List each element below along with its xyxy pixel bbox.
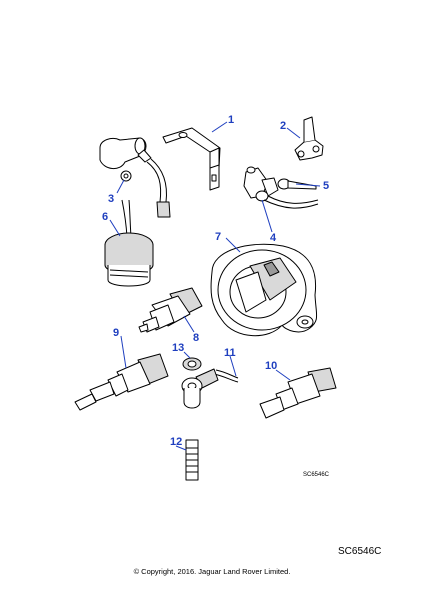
part-6-switch — [104, 199, 154, 287]
callout-7: 7 — [215, 231, 221, 243]
callout-2: 2 — [280, 120, 286, 132]
part-9-sensor — [74, 353, 169, 411]
diagram-reference-small: SC6546C — [303, 472, 330, 478]
callout-5: 5 — [323, 180, 329, 192]
copyright-notice: © Copyright, 2016. Jaguar Land Rover Lim… — [133, 567, 291, 576]
part-11-lead — [181, 368, 239, 409]
part-5-bolt — [277, 178, 317, 190]
part-1-bracket — [162, 127, 221, 191]
callout-13: 13 — [172, 342, 184, 354]
part-4-sensor — [243, 166, 319, 209]
callout-10: 10 — [265, 360, 277, 372]
callout-6: 6 — [102, 211, 108, 223]
callout-11: 11 — [224, 347, 236, 359]
part-8-sensor — [138, 287, 203, 333]
part-13-nut — [182, 357, 202, 371]
part-7-housing — [210, 243, 318, 337]
callouts: 1 2 3 4 5 6 7 8 9 10 11 12 13 — [102, 114, 329, 448]
part-10-sensor — [259, 367, 337, 419]
callout-3: 3 — [108, 193, 114, 205]
part-2-plate — [294, 116, 324, 161]
callout-1: 1 — [228, 114, 234, 126]
callout-8: 8 — [193, 332, 199, 344]
callout-12: 12 — [170, 436, 182, 448]
part-3-sensor — [99, 137, 171, 218]
part-12-stud — [185, 439, 199, 481]
callout-9: 9 — [113, 327, 119, 339]
callout-4: 4 — [270, 232, 277, 244]
diagram-reference: SC6546C — [338, 546, 382, 557]
leader-lines — [109, 121, 321, 451]
